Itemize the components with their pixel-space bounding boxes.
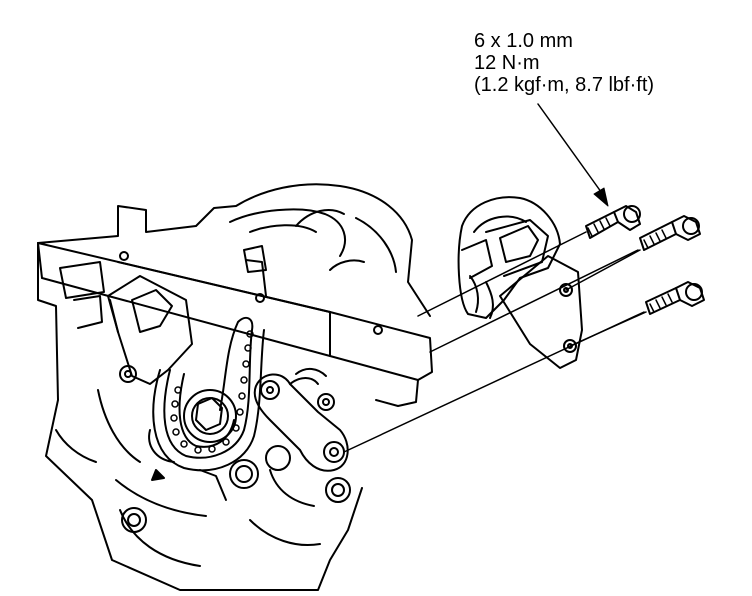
lower-bosses bbox=[121, 445, 351, 533]
torque-spec-leader bbox=[537, 103, 609, 207]
torque-nm-label: 12 N·m bbox=[474, 52, 540, 74]
flange-bolt-bottom bbox=[645, 281, 705, 315]
thread-size-label: 6 x 1.0 mm bbox=[474, 30, 573, 52]
torque-spec-callout: 6 x 1.0 mm 12 N·m (1.2 kgf·m, 8.7 lbf·ft… bbox=[474, 30, 654, 96]
chain-guide bbox=[107, 275, 193, 385]
flange-bolt-top bbox=[585, 205, 641, 239]
tensioner-arm bbox=[253, 368, 349, 472]
chain-tensioner bbox=[457, 196, 561, 319]
timing-chain bbox=[152, 316, 265, 472]
engine-block bbox=[37, 183, 431, 591]
flange-bolt-middle bbox=[639, 215, 701, 251]
cylinder-head-flange bbox=[37, 242, 433, 407]
alignment-lines bbox=[343, 231, 647, 453]
torque-alt-label: (1.2 kgf·m, 8.7 lbf·ft) bbox=[474, 74, 655, 96]
crankshaft-sprocket bbox=[148, 389, 237, 481]
